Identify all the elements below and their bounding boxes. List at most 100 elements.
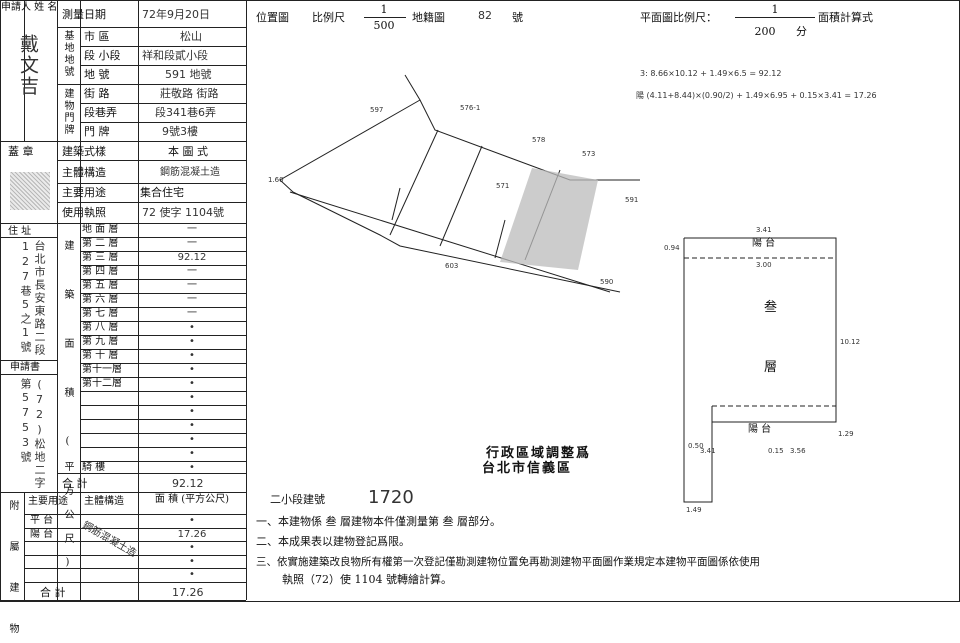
fp-left-dim: 0.94 bbox=[664, 244, 680, 252]
annex-use: 陽 台 bbox=[30, 528, 54, 540]
location-label: 位置圖 bbox=[256, 11, 289, 24]
floor-row: 第 二 層一 bbox=[80, 237, 246, 251]
floor-value: • bbox=[189, 392, 195, 403]
lane-label: 段巷弄 bbox=[84, 106, 117, 119]
fp-bottom-dim: 3.41 bbox=[700, 447, 716, 455]
style-value: 本 圖 式 bbox=[168, 145, 208, 158]
scale-label: 比例尺 bbox=[312, 11, 345, 24]
floor-label: 第 三 層 bbox=[82, 252, 119, 263]
floor-value: 一 bbox=[187, 294, 197, 305]
address-value: 台北市長安東路二段127巷5之1號 bbox=[19, 240, 46, 357]
annex-area: • bbox=[189, 569, 195, 581]
site-label: 573 bbox=[582, 150, 595, 158]
floor-value: 一 bbox=[187, 224, 197, 235]
floor-value: 一 bbox=[187, 308, 197, 319]
permit-label: 使用執照 bbox=[62, 206, 106, 219]
floor-label: 第 二 層 bbox=[82, 238, 119, 249]
scale-num: 1 bbox=[380, 3, 388, 16]
floor-row: • bbox=[80, 405, 246, 419]
annex-area: • bbox=[189, 515, 195, 526]
floor-row: 第 四 層一 bbox=[80, 265, 246, 279]
floor-label: 地 面 層 bbox=[82, 224, 119, 235]
floor-value: 一 bbox=[187, 266, 197, 277]
fp-side-dim-1: 0.50 bbox=[688, 442, 704, 450]
structure-label: 主體構造 bbox=[62, 166, 106, 179]
floor-value: • bbox=[189, 364, 195, 375]
sheet-label: 地籍圖 bbox=[412, 11, 445, 24]
plan-scale-label: 平面圖比例尺： bbox=[640, 11, 717, 24]
annex-side-label: 附 屬 建 物 bbox=[7, 500, 18, 643]
landno-label: 地 號 bbox=[84, 68, 110, 81]
fp-room-1: 叁 bbox=[764, 300, 778, 315]
fp-inner-dim: 3.00 bbox=[756, 261, 772, 269]
plan-scale-unit: 分 bbox=[796, 25, 807, 38]
total-value: 92.12 bbox=[172, 477, 204, 490]
floor-label: 第 五 層 bbox=[82, 280, 119, 291]
floor-value: • bbox=[189, 406, 195, 417]
floor-value: 一 bbox=[187, 238, 197, 249]
site-label: 576-1 bbox=[460, 104, 480, 112]
note-3a: 三、依實施建築改良物所有權第一次登記僅勘測建物位置免再勘測建物平面圖作業規定本建… bbox=[256, 556, 760, 568]
floor-value: • bbox=[189, 434, 195, 445]
section-label: 段 小段 bbox=[84, 49, 121, 62]
style-label: 建築式樣 bbox=[62, 145, 106, 158]
floor-label: 第 九 層 bbox=[82, 336, 119, 347]
holder-value: (72)松地二字第5753號 bbox=[19, 378, 46, 490]
floor-row: 第十二層• bbox=[80, 377, 246, 391]
floor-row: • bbox=[80, 447, 246, 461]
floor-row: 第 三 層 92.12 bbox=[80, 251, 246, 265]
floor-row: • bbox=[80, 433, 246, 447]
floor-row: • bbox=[80, 419, 246, 433]
floor-plan bbox=[683, 237, 837, 503]
calc-label: 面積計算式 bbox=[818, 11, 873, 24]
site-label: 597 bbox=[370, 106, 383, 114]
floor-value: • bbox=[189, 420, 195, 431]
survey-date: 72年9月20日 bbox=[142, 8, 210, 21]
floor-row: 第 六 層一 bbox=[80, 293, 246, 307]
floor-row: 第十一層• bbox=[80, 363, 246, 377]
section-value: 祥和段貳小段 bbox=[142, 49, 208, 62]
structure-value: 鋼筋混凝土造 bbox=[160, 167, 220, 178]
floor-value: 92.12 bbox=[177, 252, 207, 263]
floor-label: 第 六 層 bbox=[82, 294, 119, 305]
address-label: 住 址 bbox=[8, 226, 32, 237]
floor-value: 一 bbox=[187, 280, 197, 291]
annex-area: 17.26 bbox=[177, 528, 207, 540]
site-label: 591 bbox=[625, 196, 638, 204]
scale-den: 500 bbox=[373, 19, 395, 32]
landno-value: 591 地號 bbox=[165, 68, 212, 81]
floor-row: 第 五 層一 bbox=[80, 279, 246, 293]
holder-label: 申請書 bbox=[10, 362, 40, 373]
floor-label: 第 四 層 bbox=[82, 266, 119, 277]
floor-label: 第 七 層 bbox=[82, 308, 119, 319]
site-label: 基地地號 bbox=[62, 30, 73, 78]
annex-total-value: 17.26 bbox=[172, 586, 204, 599]
survey-date-label: 測量日期 bbox=[62, 8, 106, 21]
floor-value: • bbox=[189, 350, 195, 361]
sheet-no: 82 bbox=[478, 9, 492, 22]
area-side-label: 建 築 面 積 (平方公尺) bbox=[62, 240, 73, 582]
annex-use: 平 台 bbox=[30, 515, 54, 526]
annex-use-label: 主要用途 bbox=[28, 496, 68, 507]
floor-row: 第 七 層一 bbox=[80, 307, 246, 321]
fp-room-2: 層 bbox=[764, 360, 778, 375]
floor-value: • bbox=[189, 378, 195, 389]
applicant-name: 戴文吉 bbox=[17, 34, 39, 97]
seal-label: 蓋 章 bbox=[8, 145, 34, 158]
note-2: 二、本成果表以建物登記爲限。 bbox=[256, 535, 410, 548]
floor-row: 第 十 層 • bbox=[80, 349, 246, 363]
plan-scale-num: 1 bbox=[771, 3, 779, 16]
use-label: 主要用途 bbox=[62, 186, 106, 199]
fp-side-dim-3: 1.49 bbox=[686, 506, 702, 514]
annex-area: • bbox=[189, 542, 195, 554]
plan-scale-den: 200 bbox=[754, 25, 776, 38]
admin-line-2: 台北市信義區 bbox=[482, 461, 573, 476]
street-value: 莊敬路 街路 bbox=[160, 87, 219, 100]
city-label: 市 區 bbox=[84, 30, 110, 43]
calc-line-2: 陽 (4.11+8.44)×(0.90/2) + 1.49×6.95 + 0.1… bbox=[636, 91, 877, 100]
applicant-header: 申請人 姓 名 bbox=[1, 2, 58, 13]
floor-label: 第 十 層 bbox=[82, 350, 119, 361]
fp-top-dim: 3.41 bbox=[756, 226, 772, 234]
number-value: 9號3樓 bbox=[162, 125, 198, 138]
